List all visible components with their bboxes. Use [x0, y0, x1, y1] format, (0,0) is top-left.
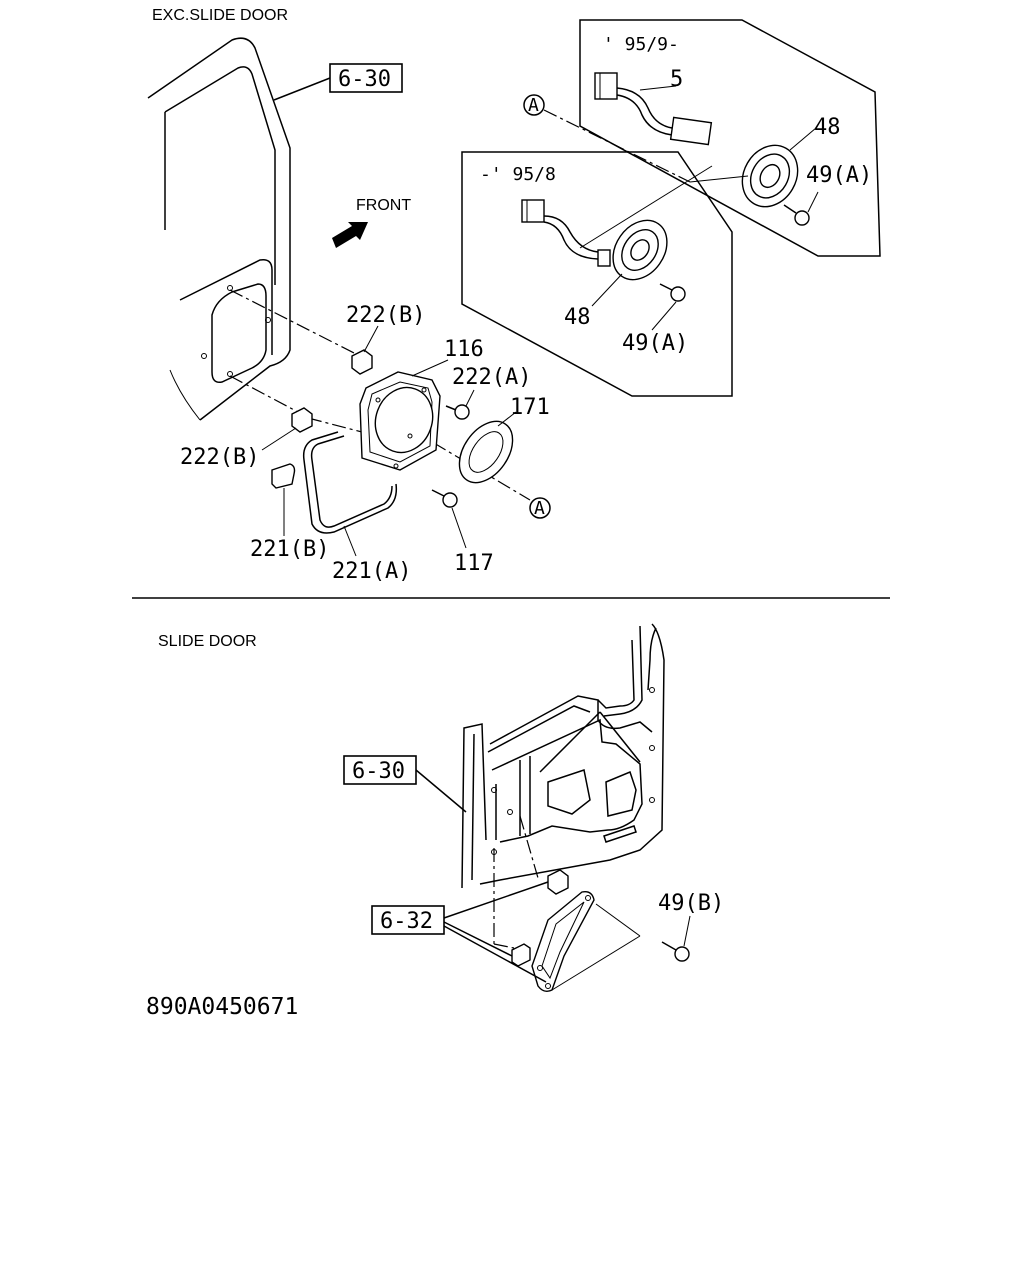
speaker-bracket-assembly: 222(B) 116 222(A) 171 222(B) 221(A) — [180, 289, 551, 584]
period-after-label: ' 95/9- — [603, 34, 679, 55]
part-49a-top-label: 49(A) — [806, 163, 872, 188]
part-116-label: 116 — [444, 337, 484, 362]
part-222b-top-label: 222(B) — [346, 303, 425, 328]
top-section-header: EXC.SLIDE DOOR — [152, 7, 288, 24]
circle-a-top: A — [523, 94, 749, 183]
circle-a-bottom-label: A — [534, 498, 545, 519]
part-222b-left-label: 222(B) — [180, 445, 259, 470]
slide-door-bracket: 6-32 49(B) — [371, 815, 724, 993]
front-label: FRONT — [356, 197, 411, 214]
period-before-label: -' 95/8 — [480, 164, 556, 185]
part-5-label: 5 — [670, 67, 683, 92]
part-48-top-label: 48 — [814, 115, 841, 140]
part-222a-label: 222(A) — [452, 365, 531, 390]
part-221a-label: 221(A) — [332, 559, 411, 584]
inset-after-95-9: ' 95/9- 5 48 49(A) — [579, 19, 881, 257]
front-arrow: FRONT — [332, 197, 411, 248]
part-49b-label: 49(B) — [658, 891, 724, 916]
ref-box-6-30-bottom: 6-30 — [343, 755, 467, 813]
door-panel — [147, 37, 291, 421]
part-48-mid-label: 48 — [564, 305, 591, 330]
ref-6-30-bottom-label: 6-30 — [352, 759, 405, 784]
part-49a-mid-label: 49(A) — [622, 331, 688, 356]
diagram-code: 890A0450671 — [146, 994, 298, 1020]
circle-a-top-label: A — [528, 95, 539, 116]
part-221b-label: 221(B) — [250, 537, 329, 562]
slide-door-panel — [461, 623, 665, 889]
bottom-section-header: SLIDE DOOR — [158, 633, 257, 650]
ref-box-6-30-top: 6-30 — [273, 63, 403, 101]
part-117-label: 117 — [454, 551, 494, 576]
ref-6-32-label: 6-32 — [380, 909, 433, 934]
ref-6-30-top-label: 6-30 — [338, 67, 391, 92]
part-171-label: 171 — [510, 395, 550, 420]
inset-before-95-8: -' 95/8 48 49(A) — [461, 151, 733, 397]
